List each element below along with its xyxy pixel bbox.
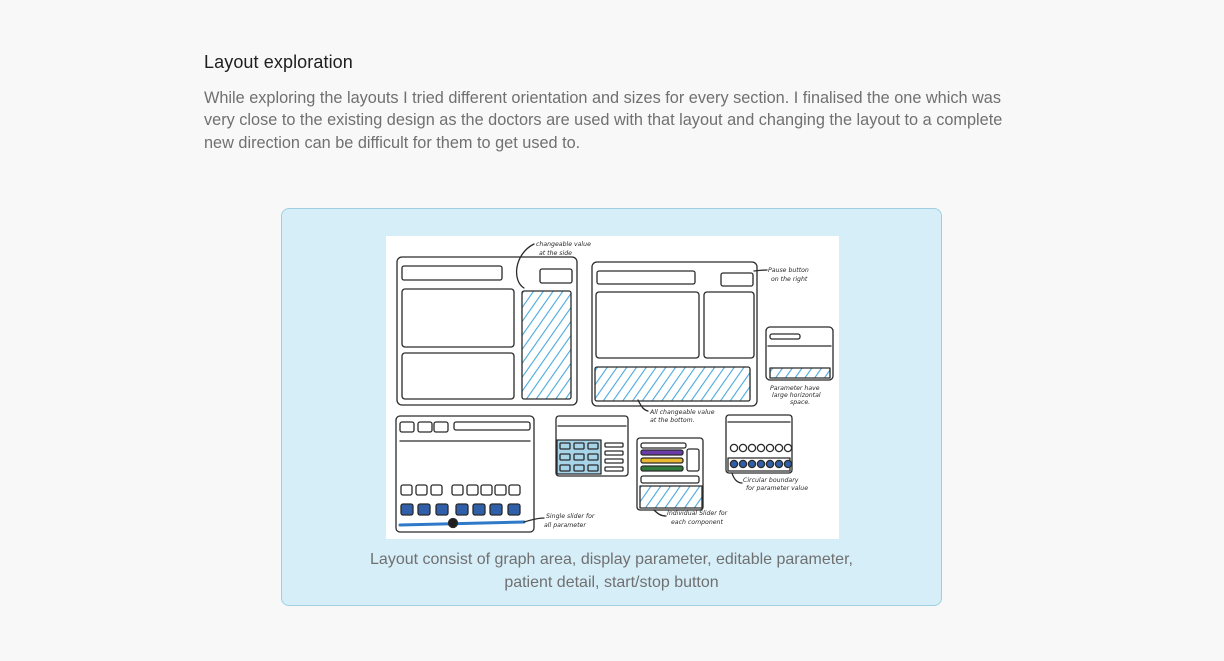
sketch-drawing: changeable value at the side Pause butto… — [395, 241, 834, 533]
annotation-circular-boundary: Circular boundary — [743, 477, 799, 484]
figure-card: changeable value at the side Pause butto… — [281, 208, 942, 606]
caption-line-1: Layout consist of graph area, display pa… — [370, 551, 853, 568]
annotation-parameter-space-2: large horizontal — [772, 391, 821, 399]
layout-exploration-section: Layout exploration While exploring the l… — [204, 52, 1024, 154]
annotation-individual-slider: Individual Slider for — [667, 510, 728, 517]
section-title: Layout exploration — [204, 52, 353, 72]
annotation-single-slider-2: all parameter — [544, 521, 586, 529]
annotation-pause-button: Pause button — [768, 266, 809, 274]
annotation-changeable-side: changeable value — [536, 241, 591, 248]
annotation-changeable-side-2: at the side — [539, 249, 572, 257]
caption-line-2: patient detail, start/stop button — [504, 573, 719, 591]
annotation-single-slider: Single slider for — [546, 513, 595, 520]
annotation-changeable-bottom-2: at the bottom. — [650, 416, 695, 424]
annotation-individual-slider-2: each component — [671, 518, 723, 526]
annotation-pause-button-2: on the right — [771, 275, 808, 283]
annotation-parameter-space-3: space. — [790, 399, 810, 406]
annotation-parameter-space: Parameter have — [770, 384, 820, 392]
layout-sketch-image: changeable value at the side Pause butto… — [386, 236, 839, 539]
section-paragraph: While exploring the layouts I tried diff… — [204, 89, 1003, 152]
annotation-changeable-bottom: All changeable value — [649, 409, 715, 416]
annotation-circular-boundary-2: for parameter value — [746, 484, 808, 492]
figure-caption: Layout consist of graph area, display pa… — [282, 549, 941, 594]
